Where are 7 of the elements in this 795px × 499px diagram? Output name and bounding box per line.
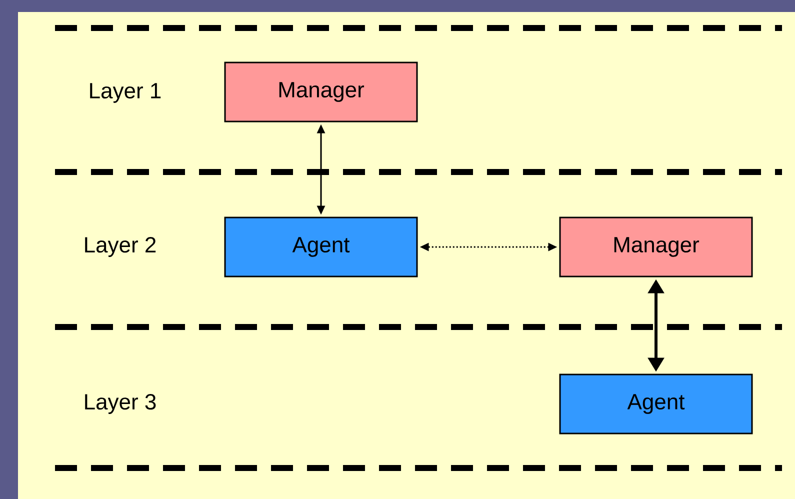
agent-box: Agent xyxy=(559,374,753,434)
layer-label: Layer 1 xyxy=(90,83,161,103)
manager-box: Manager xyxy=(224,62,418,122)
layer-label: Layer 3 xyxy=(85,394,156,414)
layer-label: Layer 2 xyxy=(85,237,156,257)
agent-box: Agent xyxy=(224,216,418,278)
manager-box: Manager xyxy=(559,216,753,278)
